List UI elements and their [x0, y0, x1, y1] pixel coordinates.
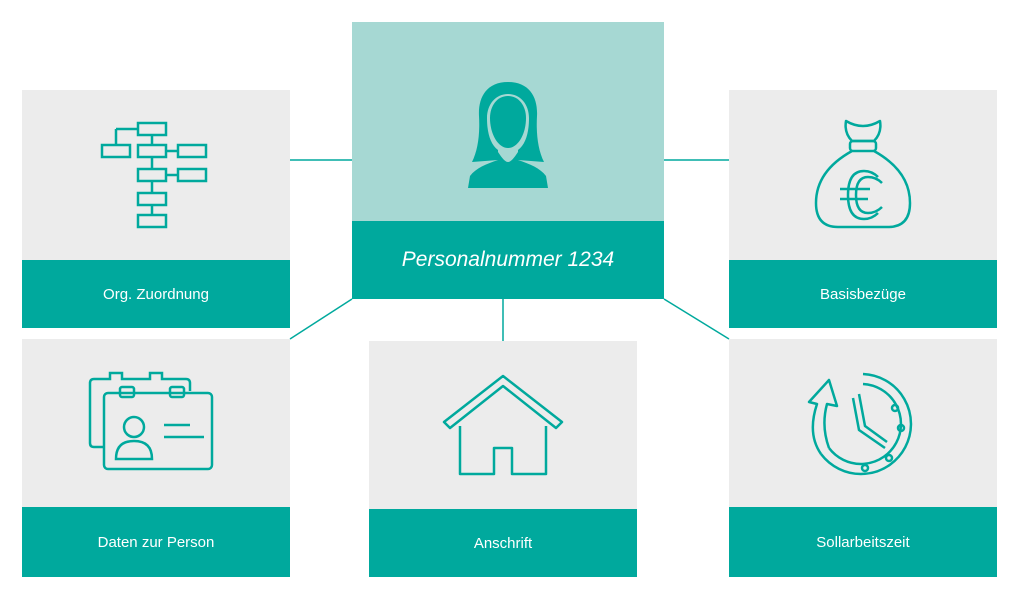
money-bag-euro-icon [814, 119, 912, 229]
card-personal-label: Daten zur Person [22, 507, 290, 577]
card-address-label: Anschrift [369, 509, 637, 577]
card-worktime-label: Sollarbeitszeit [729, 507, 997, 577]
card-target-worktime[interactable]: Sollarbeitszeit [729, 339, 997, 577]
card-salary-label: Basisbezüge [729, 260, 997, 328]
connector-person [289, 298, 353, 340]
clock-arrow-icon [807, 372, 913, 476]
id-card-icon [88, 371, 214, 471]
card-address[interactable]: Anschrift [369, 341, 637, 577]
card-org-label: Org. Zuordnung [22, 260, 290, 328]
card-org-assignment[interactable]: Org. Zuordnung [22, 90, 290, 328]
person-female-icon [468, 82, 548, 188]
house-icon [442, 374, 564, 476]
employee-icon-area [352, 22, 664, 222]
employee-card: Personalnummer 1234 [352, 22, 664, 299]
card-base-salary[interactable]: Basisbezüge [729, 90, 997, 328]
connector-worktime [663, 298, 730, 340]
org-chart-icon [100, 121, 208, 229]
card-personal-data[interactable]: Daten zur Person [22, 339, 290, 577]
employee-title: Personalnummer 1234 [352, 221, 664, 299]
